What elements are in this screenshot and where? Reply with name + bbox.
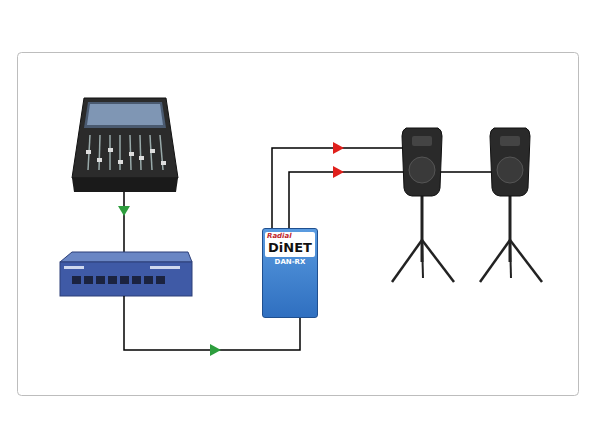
mixing-console xyxy=(72,98,178,192)
wire xyxy=(289,172,494,230)
signal-arrow xyxy=(333,166,344,178)
signal-arrow xyxy=(118,206,130,216)
network-switch xyxy=(60,252,192,296)
model-name: DAN-RX xyxy=(275,259,306,267)
signal-arrow xyxy=(210,344,221,356)
dante-receiver-box: RadialDiNET DAN-RX xyxy=(262,228,318,318)
product-name: DiNET xyxy=(268,241,312,255)
wire xyxy=(272,148,406,230)
frame xyxy=(18,53,579,396)
brand-name: Radial xyxy=(267,233,292,241)
speaker xyxy=(480,128,542,282)
speaker xyxy=(392,128,454,282)
signal-arrow xyxy=(333,142,344,154)
label-panel: RadialDiNET xyxy=(265,232,315,257)
wire xyxy=(123,192,125,252)
